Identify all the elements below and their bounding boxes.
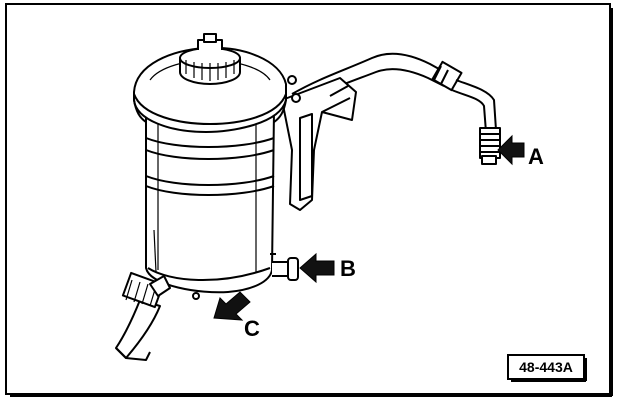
outlet-hose bbox=[115, 271, 200, 361]
reservoir-body bbox=[145, 106, 275, 294]
figure-border bbox=[5, 3, 611, 395]
reference-box bbox=[507, 354, 585, 380]
arrow-c bbox=[213, 291, 251, 321]
arrow-b bbox=[299, 252, 335, 284]
reference-code: 48-443A bbox=[519, 359, 573, 375]
callout-label-a: A bbox=[528, 144, 544, 169]
arrow-a bbox=[497, 134, 525, 166]
callout-label-c: C bbox=[244, 316, 260, 341]
return-fitting bbox=[270, 253, 299, 281]
reservoir-lid bbox=[133, 33, 287, 133]
callout-label-b: B bbox=[340, 256, 356, 281]
mounting-bracket bbox=[281, 75, 357, 211]
